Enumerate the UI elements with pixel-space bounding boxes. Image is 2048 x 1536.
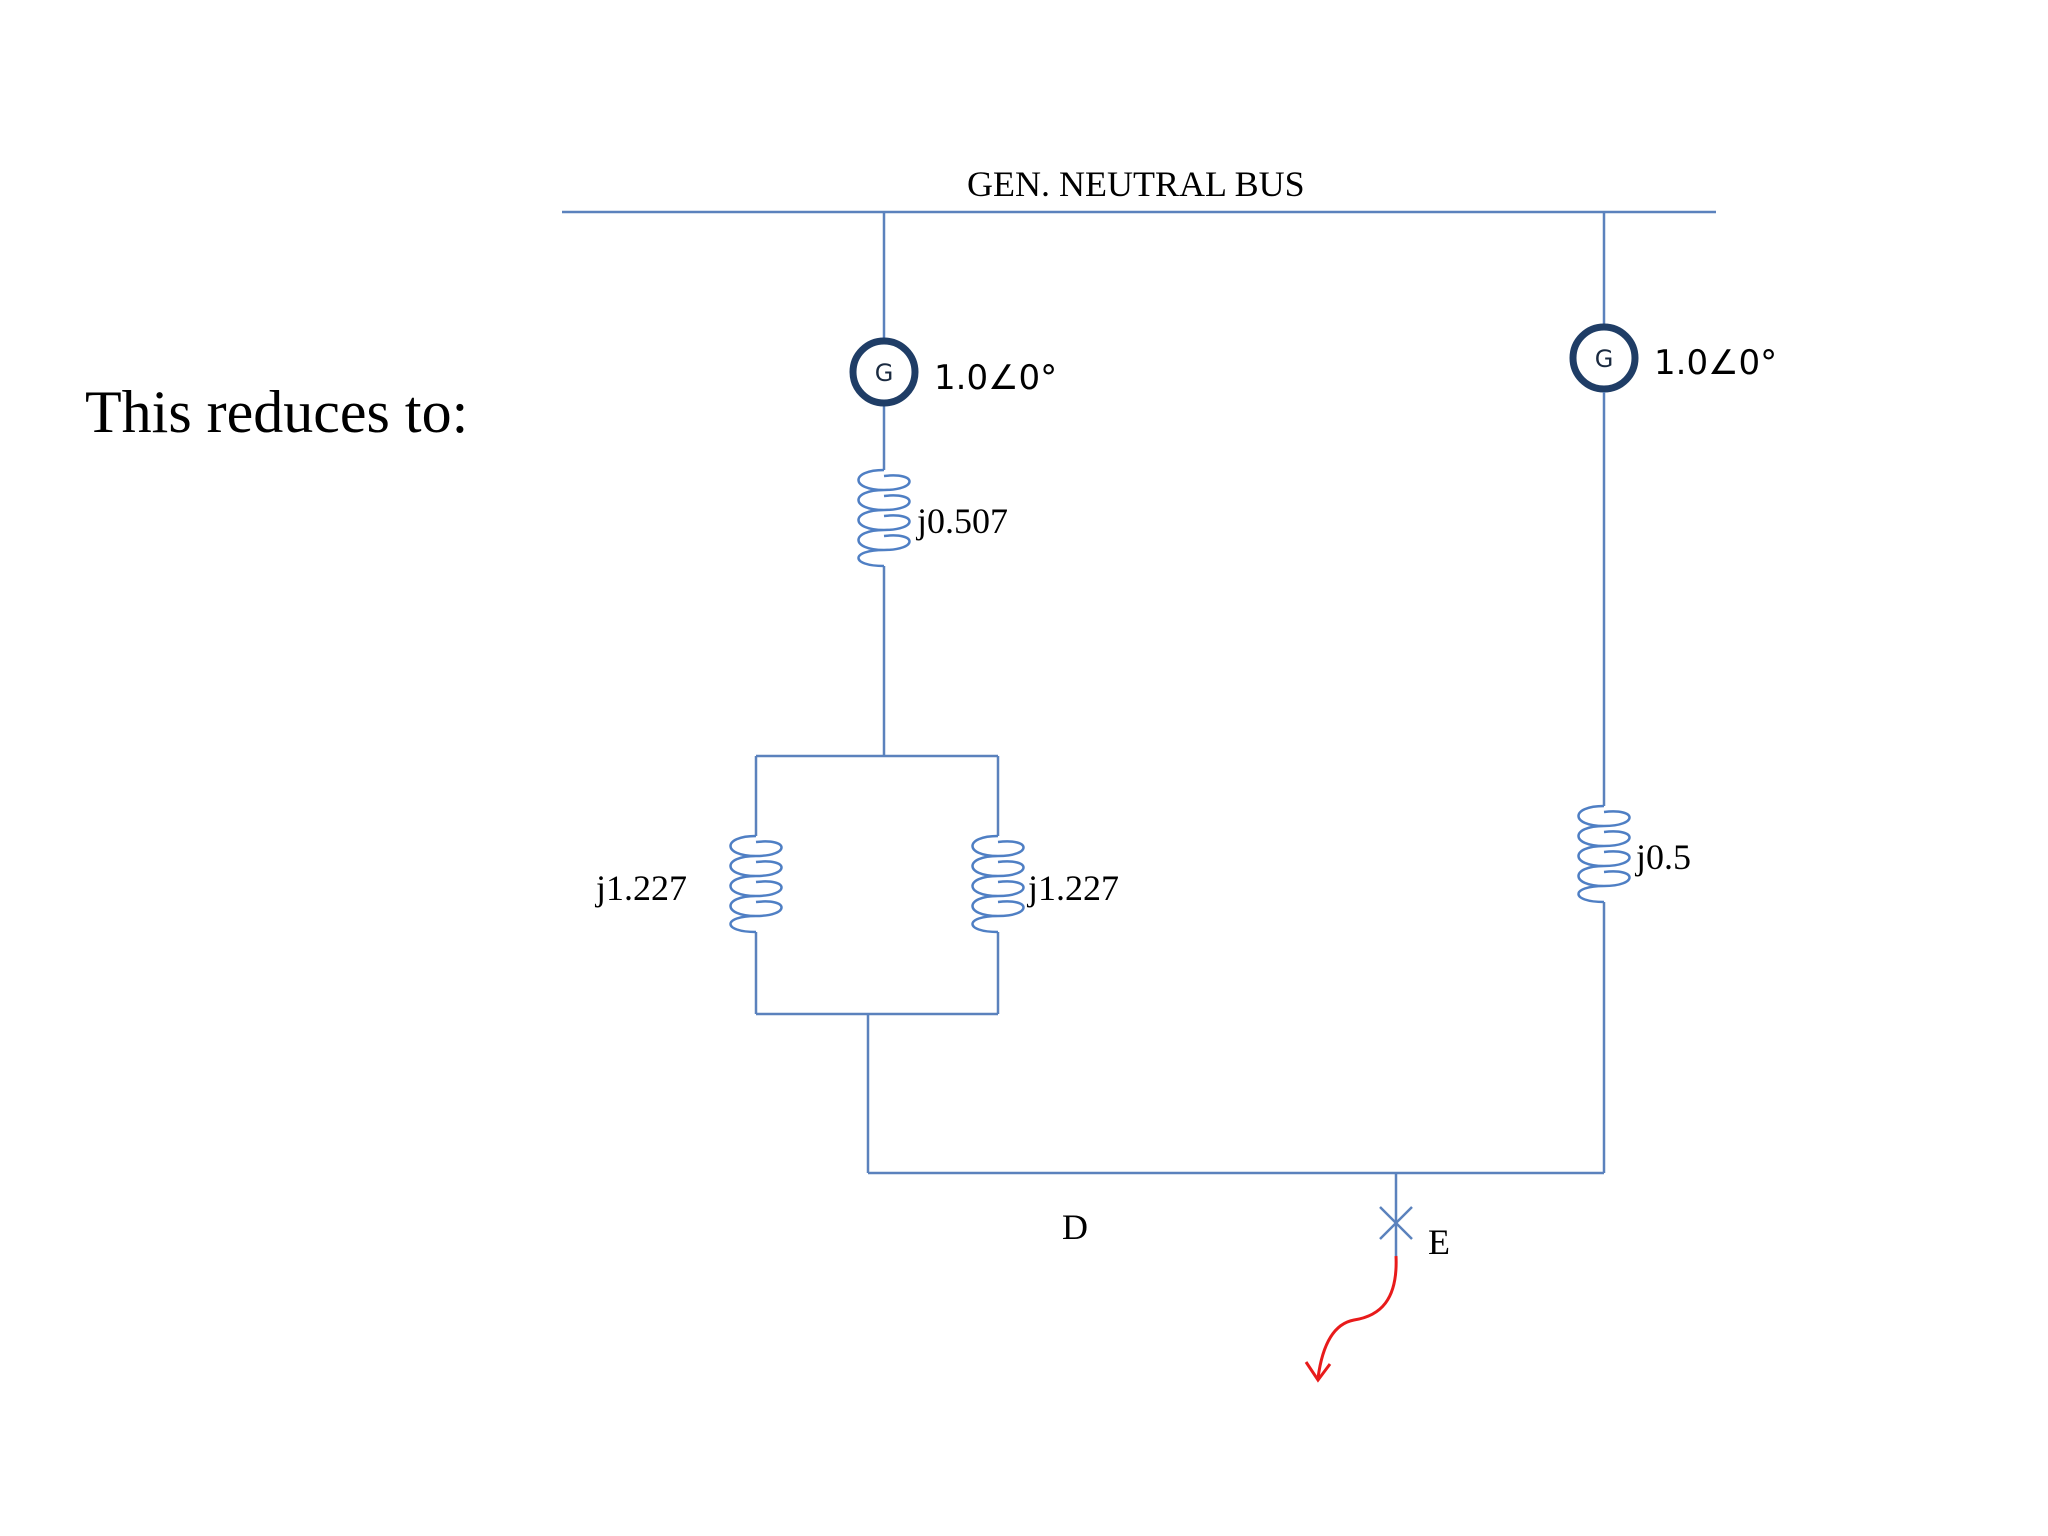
bus-label: GEN. NEUTRAL BUS <box>967 164 1305 204</box>
generator-right-emf: 1.0∠0° <box>1654 343 1777 383</box>
reactance-parallel-left-label: j1.227 <box>594 868 687 908</box>
reactance-left-series-label: j0.507 <box>915 501 1008 541</box>
generator-left: G <box>849 337 919 407</box>
fault-arrow-icon <box>1304 1255 1398 1383</box>
fault-cross-icon <box>1379 1206 1413 1240</box>
node-e-label: E <box>1428 1222 1450 1262</box>
generator-symbol <box>1569 323 1639 393</box>
generator-left-emf: 1.0∠0° <box>934 358 1057 398</box>
reactance-right-series-label: j0.5 <box>1634 837 1691 877</box>
inductor-coil-parallel-left <box>729 834 783 934</box>
generator-right: G <box>1569 323 1639 393</box>
inductor-coil-right-series <box>1577 804 1631 904</box>
generator-letter: G <box>875 359 894 387</box>
inductor-coil-left-series <box>857 468 911 568</box>
reactance-parallel-right-label: j1.227 <box>1026 868 1119 908</box>
node-d-label: D <box>1062 1207 1088 1247</box>
generator-symbol <box>849 337 919 407</box>
generator-letter: G <box>1595 345 1614 373</box>
caption: This reduces to: <box>85 379 469 445</box>
inductor-coil-parallel-right <box>971 834 1025 934</box>
